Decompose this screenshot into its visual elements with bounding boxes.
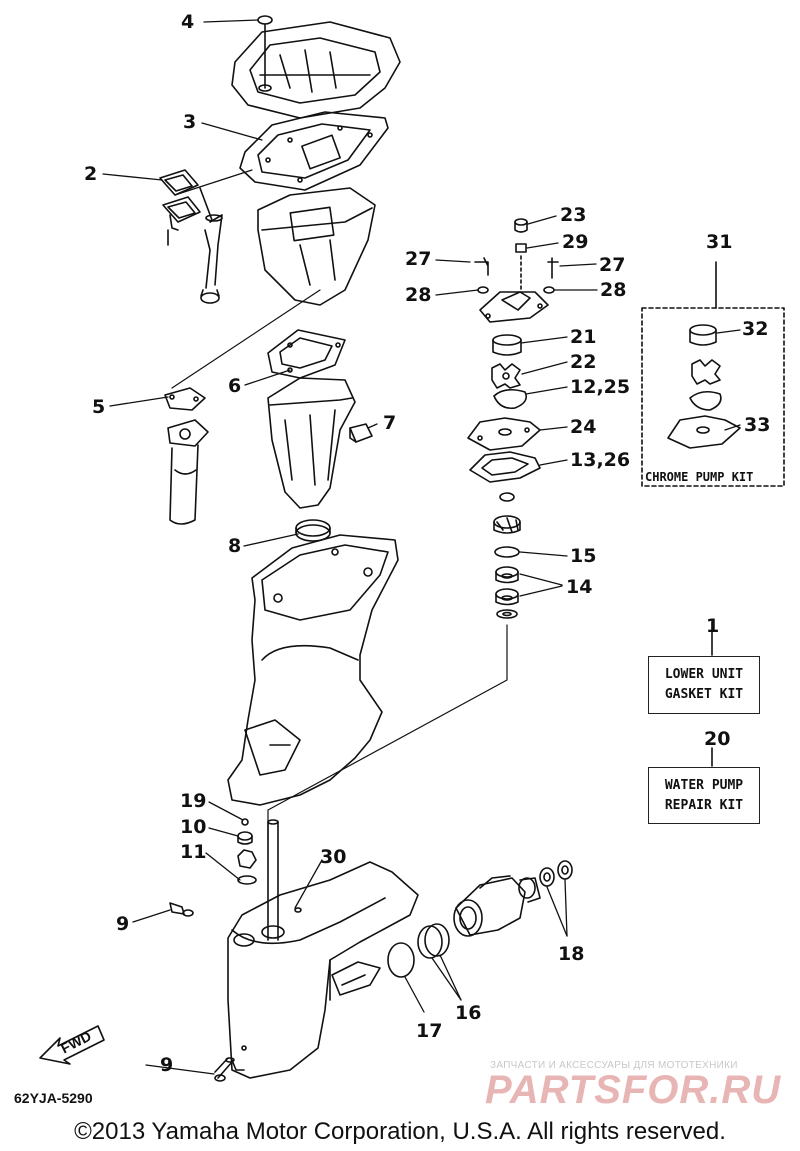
callout-17: 17: [416, 1020, 443, 1042]
callout-22: 22: [570, 351, 597, 373]
callout-20: 20: [704, 728, 731, 750]
part-21-insert: [492, 334, 522, 356]
callout-27-right: 27: [599, 254, 626, 276]
watermark-caption: ЗАПЧАСТИ И АКСЕССУАРЫ ДЛЯ МОТОТЕХНИКИ: [490, 1060, 738, 1071]
callout-30: 30: [320, 846, 347, 868]
callout-31: 31: [706, 231, 733, 253]
water-pump-kit-line1: WATER PUMP: [664, 777, 744, 793]
callout-29: 29: [562, 231, 589, 253]
callout-21: 21: [570, 326, 597, 348]
callout-14: 14: [566, 576, 593, 598]
callout-23: 23: [560, 204, 587, 226]
part-3-gasket: [239, 111, 389, 191]
lower-unit-gasket-kit-box: LOWER UNIT GASKET KIT: [648, 656, 760, 714]
callout-28-left: 28: [405, 284, 432, 306]
callout-24: 24: [570, 416, 597, 438]
callout-32: 32: [742, 318, 769, 340]
drawing-code: 62YJA-5290: [14, 1090, 93, 1106]
water-pump-repair-kit-box: WATER PUMP REPAIR KIT: [648, 767, 760, 824]
callout-19: 19: [180, 790, 207, 812]
drive-shaft: [267, 819, 279, 941]
lower-unit-kit-line2: GASKET KIT: [664, 687, 744, 702]
callout-7: 7: [383, 412, 397, 434]
exhaust-guide: [257, 187, 376, 306]
fwd-arrow: [39, 1025, 105, 1065]
callout-4: 4: [181, 11, 195, 33]
prop-shaft-housing: [453, 860, 573, 937]
callout-3: 3: [183, 111, 197, 133]
callout-5: 5: [92, 396, 106, 418]
lower-unit-kit-line1: LOWER UNIT: [664, 667, 744, 682]
callout-12-25: 12,25: [570, 376, 631, 398]
part-8-seal: [295, 519, 331, 542]
chrome-pump-kit-label: CHROME PUMP KIT: [645, 470, 754, 484]
pump-housing-group: [474, 218, 559, 323]
callout-18: 18: [558, 943, 585, 965]
callout-leaders: [102, 19, 741, 1075]
upper-casing: [227, 534, 399, 806]
part-22-impeller: [491, 363, 521, 389]
oil-pan: [267, 377, 356, 509]
water-tube: [174, 169, 253, 304]
part-12-25-ring: [493, 388, 528, 410]
bolts-9: [169, 902, 235, 1082]
chrome-pump-kit-box: [641, 261, 785, 487]
callout-13-26: 13,26: [570, 449, 631, 471]
callout-33: 33: [744, 414, 771, 436]
callout-10: 10: [180, 816, 207, 838]
part-13-26-gasket: [469, 451, 541, 483]
callout-9-upper: 9: [116, 913, 130, 935]
callout-11: 11: [180, 841, 207, 863]
water-pump-kit-line2: REPAIR KIT: [664, 797, 744, 813]
callout-15: 15: [570, 545, 597, 567]
callout-1: 1: [706, 615, 720, 637]
part-4-cover: [231, 15, 401, 119]
callout-6: 6: [228, 375, 242, 397]
copyright-notice: ©2013 Yamaha Motor Corporation, U.S.A. A…: [74, 1118, 726, 1145]
part-7-damper: [349, 423, 373, 443]
part-6-gasket: [267, 329, 346, 379]
callout-2: 2: [84, 163, 98, 185]
o-rings-16-17: [387, 923, 450, 978]
callout-16: 16: [455, 1002, 482, 1024]
callout-8: 8: [228, 535, 242, 557]
gear-case: [227, 861, 419, 1079]
watermark-brand: PARTSFOR.RU: [485, 1068, 782, 1112]
callout-28-right: 28: [600, 279, 627, 301]
callout-9-lower: 9: [160, 1054, 174, 1076]
part-5-pipe: [164, 289, 321, 525]
parts-19-10-11: [237, 818, 257, 885]
part-24-plate: [467, 417, 541, 451]
callout-27-left: 27: [405, 248, 432, 270]
part-2-plates: [159, 169, 213, 246]
